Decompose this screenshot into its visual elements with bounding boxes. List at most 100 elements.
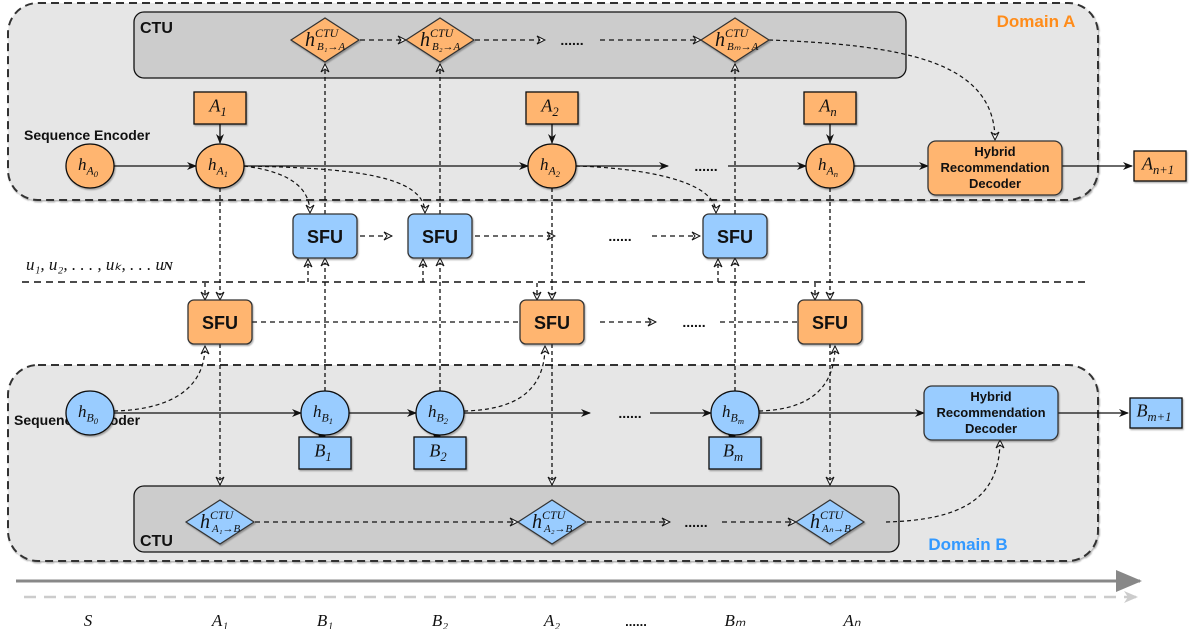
- sfu-orange-2: [519, 299, 585, 345]
- timeline-label: A₁: [211, 611, 228, 629]
- ctu-a-node-1: [289, 17, 361, 63]
- ctu-b-node-2: [516, 499, 588, 545]
- sfu-orange-3: [797, 299, 863, 345]
- timeline-label: B₂: [432, 611, 448, 629]
- decoder-a-line: Decoder: [969, 176, 1021, 191]
- ctu-b-node-3-sub: Aₙ→B: [821, 523, 851, 535]
- domain-b-label: Domain B: [928, 535, 1007, 554]
- encoder-b-ellipsis: ......: [618, 405, 641, 421]
- output-b-label: Bm+1: [1137, 400, 1172, 424]
- ctu-b-node-1-label: hCTU: [200, 508, 235, 533]
- state-a-0: [65, 143, 115, 189]
- ctu-b-node-2-sub: A₂→B: [543, 523, 573, 535]
- ctu-a-to-decoder-curve: [768, 39, 995, 140]
- ctu-a-container: [133, 11, 907, 79]
- state-a-3: [805, 143, 855, 189]
- input-b-1: [298, 436, 352, 470]
- state-b-to-orange-sfu-curve: [463, 346, 545, 412]
- ctu-a-node-3: [699, 17, 771, 63]
- state-b-1-label: hB1: [313, 402, 333, 426]
- ctu-a-node-2-sub: B₂→A: [432, 41, 461, 53]
- ctu-b-node-3: [794, 499, 866, 545]
- sfu-orange-3-label: SFU: [812, 313, 848, 333]
- ctu-b-to-decoder-curve: [885, 440, 1000, 523]
- state-a-to-blue-sfu-curve: [243, 165, 425, 213]
- ctu-a-node-3-sub: Bₘ→A: [727, 41, 759, 53]
- domain-a-label: Domain A: [997, 12, 1076, 31]
- timeline-label: S: [84, 611, 93, 629]
- timeline-label: B₁: [317, 611, 333, 629]
- sfu-blue-ellipsis: ......: [608, 228, 631, 244]
- ctu-a-node-2-label: hCTU: [420, 26, 455, 51]
- timeline-label: Aₙ: [842, 611, 860, 629]
- decoder-b-line: Decoder: [965, 421, 1017, 436]
- ctu-a-node-1-sub: B₁→A: [317, 41, 346, 53]
- sfu-orange-1: [187, 299, 253, 345]
- decoder-b: [923, 385, 1059, 441]
- sequence-encoder-a-label: Sequence Encoder: [24, 127, 151, 143]
- state-b-3: [710, 390, 760, 436]
- input-a-3: [803, 91, 857, 125]
- input-a-1-label: A1: [208, 95, 226, 119]
- state-b-to-orange-sfu-curve: [113, 346, 205, 412]
- decoder-b-line: Recommendation: [936, 405, 1045, 420]
- ctu-b-node-3-label: hCTU: [810, 508, 845, 533]
- ctu-a-label: CTU: [140, 20, 173, 37]
- state-b-1: [300, 390, 350, 436]
- sfu-blue-2-label: SFU: [422, 227, 458, 247]
- state-a-1-label: hA1: [208, 155, 228, 179]
- input-a-3-label: An: [818, 95, 836, 119]
- state-b-0: [65, 390, 115, 436]
- decoder-a-line: Recommendation: [940, 160, 1049, 175]
- ctu-b-node-1-sub: A₁→B: [211, 523, 241, 535]
- sfu-blue-2: [407, 213, 473, 259]
- ctu-a-node-2: [404, 17, 476, 63]
- ctu-b-node-2-label: hCTU: [532, 508, 567, 533]
- state-b-0-label: hB0: [78, 402, 99, 426]
- output-a-label: An+1: [1141, 153, 1174, 177]
- state-b-to-orange-sfu-curve: [758, 346, 835, 412]
- sfu-orange-2-label: SFU: [534, 313, 570, 333]
- state-a-1: [195, 143, 245, 189]
- state-a-to-blue-sfu-curve: [575, 165, 716, 213]
- input-a-2-label: A2: [540, 95, 559, 119]
- input-b-3-label: Bm: [723, 440, 743, 464]
- sfu-blue-3: [702, 213, 768, 259]
- ctu-a-node-3-label: hCTU: [715, 26, 750, 51]
- sfu-blue-1: [292, 213, 358, 259]
- sfu-orange-1-label: SFU: [202, 313, 238, 333]
- output-a: [1133, 150, 1187, 182]
- input-a-1: [193, 91, 247, 125]
- output-b: [1129, 397, 1183, 429]
- ctu-b-ellipsis: ......: [684, 514, 707, 530]
- sfu-blue-3-label: SFU: [717, 227, 753, 247]
- timeline-label: Bₘ: [725, 611, 746, 629]
- encoder-a-ellipsis: ......: [694, 158, 717, 174]
- state-b-2: [415, 390, 465, 436]
- input-b-1-label: B1: [314, 440, 331, 464]
- ctu-a-node-1-label: hCTU: [305, 26, 340, 51]
- users-label: u₁, u₂, . . . , uₖ, . . . uɴ: [26, 255, 174, 274]
- state-a-to-blue-sfu-curve: [243, 165, 310, 213]
- ctu-b-node-1: [184, 499, 256, 545]
- input-b-2-label: B2: [429, 440, 447, 464]
- timeline-label: A₂: [543, 611, 560, 629]
- input-a-2: [525, 91, 579, 125]
- decoder-b-line: Hybrid: [970, 389, 1011, 404]
- state-a-2: [527, 143, 577, 189]
- input-b-3: [708, 436, 762, 470]
- decoder-a: [927, 140, 1063, 196]
- state-b-2-label: hB2: [428, 402, 449, 426]
- timeline-label: ......: [625, 614, 647, 629]
- ctu-a-ellipsis: ......: [560, 32, 583, 48]
- input-b-2: [413, 436, 467, 470]
- sfu-orange-ellipsis: ......: [682, 314, 705, 330]
- state-a-0-label: hA0: [78, 155, 99, 179]
- sfu-blue-1-label: SFU: [307, 227, 343, 247]
- state-a-3-label: hAn: [818, 155, 838, 179]
- state-b-3-label: hBm: [722, 402, 744, 426]
- ctu-b-label: CTU: [140, 533, 173, 550]
- decoder-a-line: Hybrid: [974, 144, 1015, 159]
- state-a-2-label: hA2: [540, 155, 561, 179]
